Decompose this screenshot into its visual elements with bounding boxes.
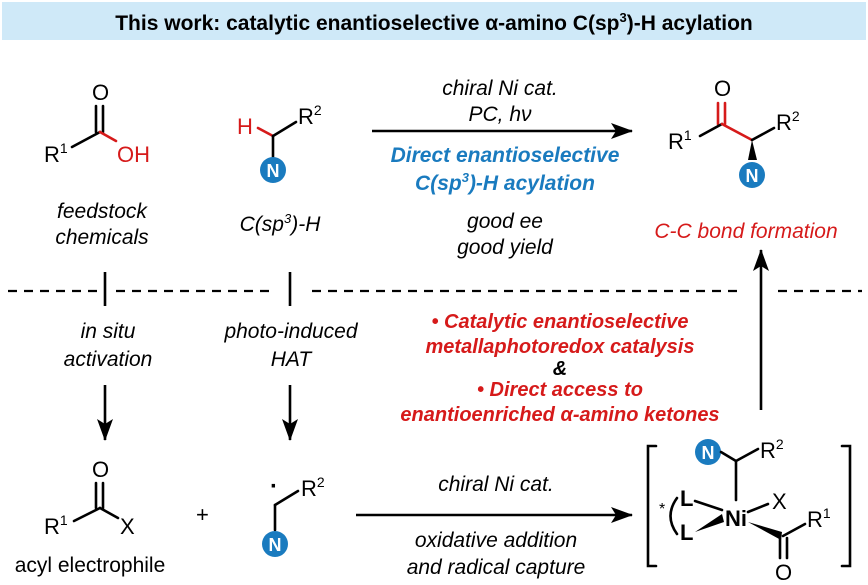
feedstock-caption-1: feedstock [57, 200, 148, 223]
chiral-star: * [659, 501, 665, 518]
ligand-l-top: L [680, 486, 693, 511]
top-arrow-conditions: PC, hν [468, 103, 532, 126]
good-ee-label: good ee [467, 210, 543, 233]
activation-label: activation [64, 348, 153, 371]
acyl-r1-label: R1 [44, 512, 68, 539]
nitrogen-circle-icon [260, 157, 286, 183]
svg-text:N: N [269, 535, 282, 555]
complex-oxygen-label: O [775, 560, 792, 585]
complex-r2-label: R2 [760, 436, 784, 463]
left-bracket [646, 444, 658, 568]
acid-r1-label: R1 [44, 140, 68, 167]
acyl-electrophile-structure: O R1 X [44, 457, 135, 539]
top-arrow-catalyst: chiral Ni cat. [442, 77, 558, 100]
highlight-bullet-2-line-1: • Direct access to [477, 379, 643, 401]
title-text: This work: catalytic enantioselective α-… [115, 10, 753, 35]
cc-bond-formation-label: C-C bond formation [654, 220, 837, 243]
complex-r1-label: R1 [807, 505, 831, 532]
radical-dot: · [270, 473, 278, 500]
ligand-l-bottom: L [680, 520, 693, 545]
hat-label: HAT [271, 348, 314, 371]
svg-text:N: N [702, 443, 715, 463]
direct-enantioselective-label: Direct enantioselective [391, 144, 620, 167]
amine-ch-structure: H R2 N [237, 102, 322, 183]
svg-text:N: N [267, 161, 280, 181]
good-yield-label: good yield [457, 236, 554, 259]
csp3-h-caption: C(sp3)-H [240, 211, 322, 236]
photo-induced-label: photo-induced [223, 320, 358, 343]
ketone-product-structure: O R1 R2 N [668, 76, 800, 188]
radical-r2-label: R2 [301, 474, 325, 501]
highlight-bullet-1-line-1: • Catalytic enantioselective [431, 311, 688, 333]
amine-hydrogen-label: H [237, 114, 253, 139]
in-situ-label: in situ [81, 320, 136, 343]
csp3-acylation-label: C(sp3)-H acylation [415, 170, 595, 195]
acid-hydroxyl-label: OH [117, 142, 150, 167]
product-r2-label: R2 [776, 108, 800, 135]
product-oxygen-label: O [714, 76, 731, 101]
radical-capture-label: and radical capture [407, 556, 586, 579]
ligand-backbone [669, 496, 679, 536]
acid-oxygen-label: O [92, 80, 109, 105]
product-nitrogen-circle-icon [739, 162, 765, 188]
amine-r2-label: R2 [298, 102, 322, 129]
radical-nitrogen-circle-icon [262, 531, 288, 557]
feedstock-caption-2: chemicals [55, 226, 149, 249]
title-banner [2, 2, 866, 40]
acyl-oxygen-label: O [92, 457, 109, 482]
bottom-arrow-catalyst: chiral Ni cat. [438, 473, 554, 496]
acyl-electrophile-caption: acyl electrophile [15, 554, 166, 577]
complex-x-label: X [772, 489, 787, 514]
nickel-label: Ni [725, 506, 747, 531]
highlight-bullet-1-line-2: metallaphotoredox catalysis [426, 336, 695, 358]
nickel-complex-structure: N R2 * L L Ni X R1 O [646, 436, 852, 585]
plus-sign: + [196, 502, 209, 527]
carboxylic-acid-structure: O R1 OH [44, 80, 150, 167]
product-r1-label: R1 [668, 127, 692, 154]
highlight-bullet-2-line-2: enantioenriched α-amino ketones [400, 404, 719, 426]
acyl-x-label: X [120, 514, 135, 539]
right-bracket [840, 444, 852, 568]
complex-nitrogen-circle-icon [695, 439, 721, 465]
oxidative-addition-label: oxidative addition [415, 529, 577, 552]
svg-text:N: N [746, 166, 759, 186]
highlight-ampersand: & [553, 358, 567, 380]
alpha-amino-radical-structure: · R2 N [262, 473, 325, 557]
